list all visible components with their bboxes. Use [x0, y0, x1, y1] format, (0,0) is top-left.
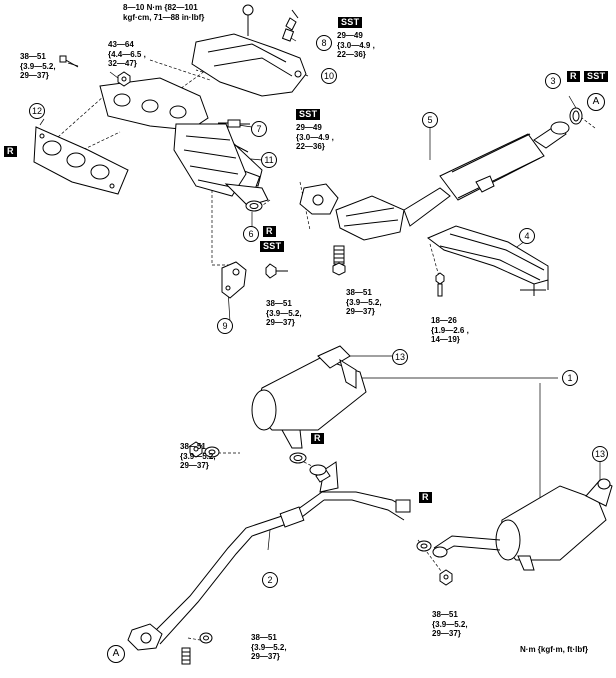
reference-mark-a-top: A — [587, 93, 605, 111]
callout-11: 11 — [261, 152, 277, 168]
front-pipe-catalyst — [299, 121, 570, 241]
sst-badge-upper-sensor: SST — [338, 17, 363, 28]
sst-badge-lower-sensor: SST — [296, 109, 321, 120]
crossmember-bolt — [435, 272, 445, 297]
callout-4: 4 — [519, 228, 535, 244]
callout-5: 5 — [422, 112, 438, 128]
r-badge-gasket-12: R — [4, 146, 17, 157]
spring-bolt — [332, 245, 346, 276]
torque-front-pipe-spring: 38—51 {3.9—5.2, 29—37} — [346, 288, 382, 316]
bracket — [221, 261, 288, 299]
manifold-nut — [117, 71, 131, 87]
callout-3: 3 — [545, 73, 561, 89]
r-badge-gasket-6: R — [263, 226, 276, 237]
torque-manifold-stud: 38—51 {3.9—5.2, 29—37} — [20, 52, 56, 80]
heat-insulator — [191, 4, 307, 97]
ring-3 — [569, 107, 583, 125]
torque-upper-sensor: 29—49 {3.0—4.9 , 22—36} — [337, 31, 375, 59]
callout-13-left: 13 — [392, 349, 408, 365]
callout-2: 2 — [262, 572, 278, 588]
units-note: N·m {kgf·m, ft·lbf} — [520, 645, 588, 654]
manifold-gasket — [33, 126, 129, 195]
reference-mark-a-bottom: A — [107, 645, 125, 663]
callout-6: 6 — [243, 226, 259, 242]
r-badge-lower-left: R — [311, 433, 324, 444]
callout-1: 1 — [562, 370, 578, 386]
right-muffler — [495, 478, 613, 571]
left-muffler — [251, 345, 367, 449]
r-badge-lower-right: R — [419, 492, 432, 503]
crossmember — [427, 225, 549, 296]
torque-bracket-bolt: 38—51 {3.9—5.2, 29—37} — [266, 299, 302, 327]
r-badge-ring-3: R — [567, 71, 580, 82]
callout-8: 8 — [316, 35, 332, 51]
torque-manifold-nut: 43—64 {4.4—6.5 , 32—47} — [108, 40, 146, 68]
gasket-6 — [245, 200, 263, 212]
torque-heat-insulator-bolt: 8—10 N·m {82—101 kgf·cm, 71—88 in·lbf} — [123, 3, 205, 22]
sst-badge-ring-3: SST — [584, 71, 609, 82]
callout-13-right: 13 — [592, 446, 608, 462]
callout-7: 7 — [251, 121, 267, 137]
sst-badge-gasket-6: SST — [260, 241, 285, 252]
torque-right-muffler-nut: 38—51 {3.9—5.2, 29—37} — [432, 610, 468, 638]
right-muffler-inlet — [416, 535, 501, 586]
callout-12: 12 — [29, 103, 45, 119]
middle-pipe — [149, 461, 411, 645]
left-muffler-fasteners — [189, 441, 307, 464]
torque-left-muffler-nut: 38—51 {3.9—5.2, 29—37} — [180, 442, 216, 470]
manifold-stud — [59, 55, 79, 68]
callout-9: 9 — [217, 318, 233, 334]
oxygen-sensor-lower — [218, 119, 250, 128]
warm-up-catalyst — [173, 123, 269, 207]
torque-front-flange-bolt: 38—51 {3.9—5.2, 29—37} — [251, 633, 287, 661]
callout-10: 10 — [321, 68, 337, 84]
torque-lower-sensor: 29—49 {3.0—4.9 , 22—36} — [296, 123, 334, 151]
torque-crossmember-bolt: 18—26 {1.9—2.6 , 14—19} — [431, 316, 469, 344]
oxygen-sensor-upper — [281, 9, 299, 42]
front-flange — [127, 623, 213, 665]
